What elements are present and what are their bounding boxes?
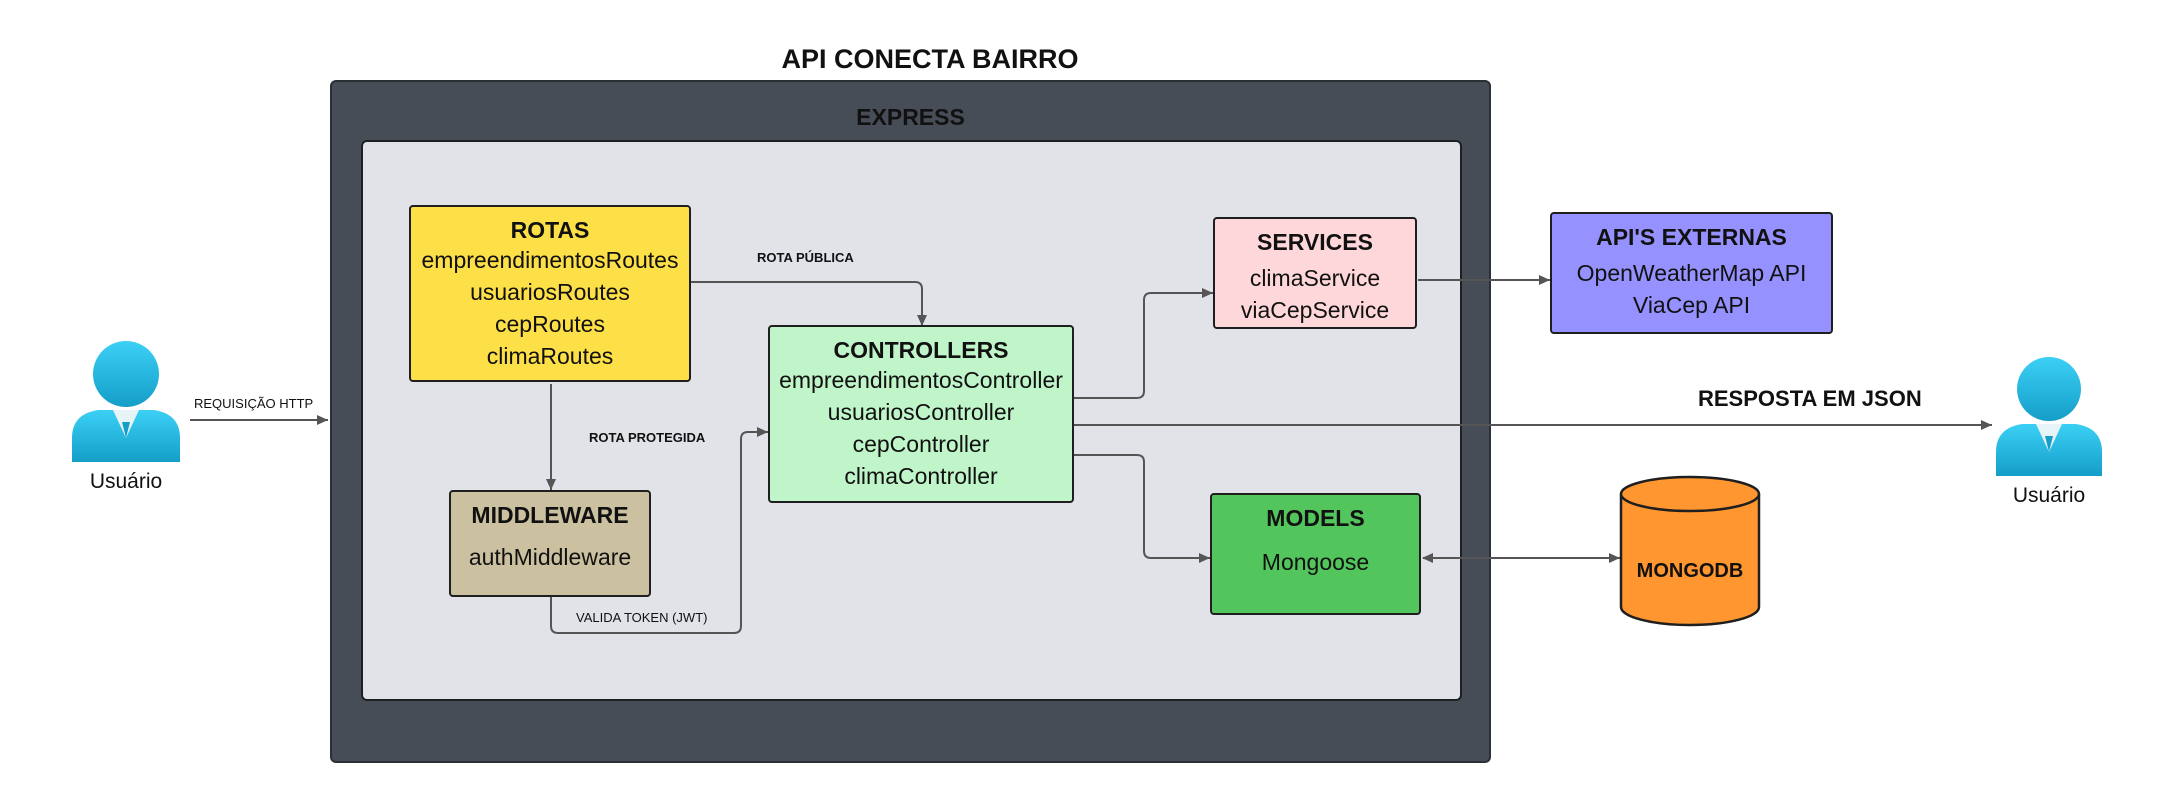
apis-externas-item: ViaCep API <box>1632 292 1751 318</box>
services-box: SERVICES climaService viaCepService <box>1213 217 1417 329</box>
edge-label-public-route: ROTA PÚBLICA <box>757 250 854 265</box>
edge-label-request: REQUISIÇÃO HTTP <box>194 396 314 411</box>
edge-label-response: RESPOSTA EM JSON <box>1698 386 1922 411</box>
diagram-title: API CONECTA BAIRRO <box>781 44 1079 74</box>
user-icon <box>1996 357 2102 476</box>
apis-externas-title: API'S EXTERNAS <box>1596 224 1787 250</box>
middleware-title: MIDDLEWARE <box>471 502 629 528</box>
edge-label-validate-token: VALIDA TOKEN (JWT) <box>576 610 708 625</box>
user-icon <box>72 341 180 462</box>
rotas-box: ROTAS empreendimentosRoutes usuariosRout… <box>409 205 691 382</box>
middleware-box: MIDDLEWARE authMiddleware <box>449 490 651 597</box>
edge-controllers-services <box>1073 288 1213 399</box>
rotas-item: climaRoutes <box>486 343 614 369</box>
rotas-item: empreendimentosRoutes <box>421 247 679 273</box>
models-title: MODELS <box>1266 505 1365 531</box>
controllers-item: empreendimentosController <box>779 367 1063 393</box>
middleware-item: authMiddleware <box>468 544 632 570</box>
rotas-title: ROTAS <box>510 217 590 243</box>
apis-externas-item: OpenWeatherMap API <box>1576 260 1807 286</box>
controllers-title: CONTROLLERS <box>833 337 1009 363</box>
services-title: SERVICES <box>1257 229 1373 255</box>
user-label-left: Usuário <box>89 470 163 493</box>
user-label-right: Usuário <box>2012 484 2086 507</box>
services-item: climaService <box>1249 265 1381 291</box>
controllers-item: climaController <box>844 463 998 489</box>
controllers-item: usuariosController <box>827 399 1015 425</box>
services-item: viaCepService <box>1240 297 1390 323</box>
models-box: MODELS Mongoose <box>1210 493 1421 615</box>
controllers-box: CONTROLLERS empreendimentosController us… <box>768 325 1074 503</box>
mongodb-database-icon <box>1619 475 1761 627</box>
edge-public-route <box>690 281 927 326</box>
mongodb-label: MONGODB <box>1636 560 1744 582</box>
edge-label-protected-route: ROTA PROTEGIDA <box>589 430 706 445</box>
apis-externas-box: API'S EXTERNAS OpenWeatherMap API ViaCep… <box>1550 212 1833 334</box>
rotas-item: cepRoutes <box>495 311 605 337</box>
edge-validate-token <box>550 427 768 634</box>
models-item: Mongoose <box>1261 549 1370 575</box>
express-label: EXPRESS <box>856 104 965 130</box>
controllers-item: cepController <box>852 431 990 457</box>
edge-controllers-models <box>1073 454 1210 563</box>
rotas-item: usuariosRoutes <box>470 279 630 305</box>
